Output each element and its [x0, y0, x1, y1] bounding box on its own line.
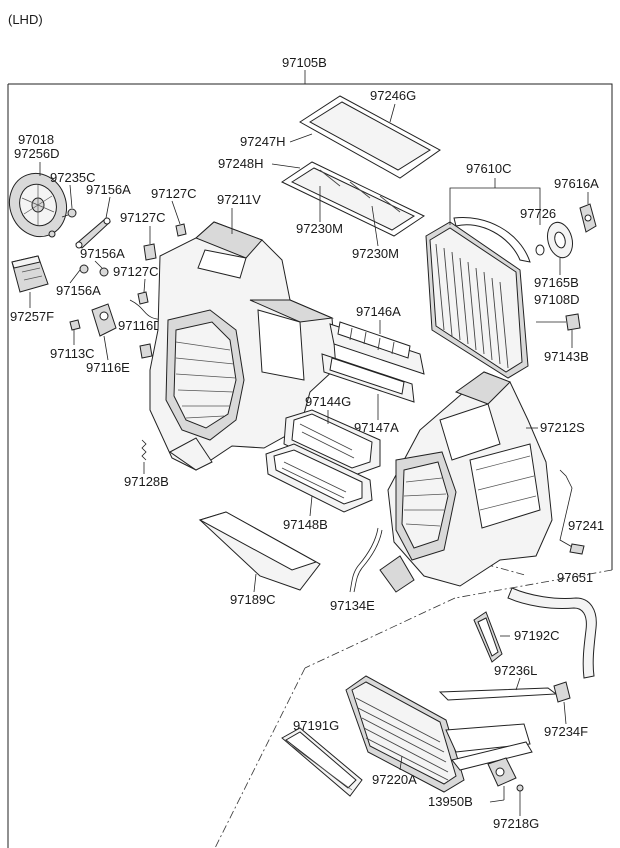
label-97248H: 97248H [218, 156, 264, 171]
label-97165B: 97165B [534, 275, 579, 290]
label-97144G: 97144G [305, 394, 351, 409]
label-97127C-1: 97127C [151, 186, 197, 201]
frame-dash-4 [469, 559, 526, 576]
screw-icon-2 [69, 319, 81, 331]
label-97256D: 97256D [14, 146, 60, 161]
label-97234F: 97234F [544, 724, 588, 739]
blower-motor-icon [9, 172, 67, 238]
cable-icon [559, 469, 575, 549]
label-97113C: 97113C [50, 346, 95, 361]
expansion-valve-icon [579, 203, 597, 233]
frame-dash-1 [454, 569, 613, 599]
mode-door-icon [321, 321, 425, 403]
label-97212S: 97212S [540, 420, 585, 435]
screw-icon [48, 208, 77, 238]
label-97211V: 97211V [217, 192, 261, 207]
label-97147A: 97147A [354, 420, 399, 435]
label-97156A-2: 97156A [80, 246, 125, 261]
label-97220A: 97220A [372, 772, 417, 787]
assembly-number-label: 97105B [282, 55, 327, 70]
gasket-icon [547, 221, 573, 259]
label-97116E: 97116E [86, 360, 130, 375]
label-97127C-2: 97127C [120, 210, 166, 225]
label-97616A: 97616A [554, 176, 599, 191]
label-97651: 97651 [557, 570, 593, 585]
valve-icon [487, 757, 517, 787]
label-97108D: 97108D [534, 292, 580, 307]
label-97218G: 97218G [493, 816, 539, 831]
label-97235C: 97235C [50, 170, 96, 185]
label-97241: 97241 [568, 518, 604, 533]
heater-case-icon [379, 371, 553, 593]
label-97156A-3: 97156A [56, 283, 101, 298]
evaporator-core-icon [425, 216, 531, 379]
tray-icon [198, 511, 321, 591]
lhd-label: (LHD) [8, 12, 43, 27]
label-97192C: 97192C [514, 628, 560, 643]
label-13950B: 13950B [428, 794, 473, 809]
label-97246G: 97246G [370, 88, 416, 103]
label-97156A-1: 97156A [86, 182, 131, 197]
label-97143B: 97143B [544, 349, 589, 364]
clip-icon [137, 223, 187, 305]
label-97230M-2: 97230M [352, 246, 399, 261]
frame-dash-2 [304, 597, 456, 669]
label-97247H: 97247H [240, 134, 286, 149]
frame-dash-3 [214, 667, 306, 848]
assembly-frame [8, 83, 613, 570]
label-97257F: 97257F [10, 309, 54, 324]
clamp-icon [553, 681, 571, 703]
actuator-icon [11, 255, 49, 293]
label-97148B: 97148B [283, 517, 328, 532]
heater-cover-icon [281, 727, 363, 797]
label-97189C: 97189C [230, 592, 276, 607]
door-lever-icon [75, 217, 111, 249]
gear-icon [79, 264, 109, 277]
label-97191G: 97191G [293, 718, 339, 733]
label-97134E: 97134E [330, 598, 375, 613]
label-97726: 97726 [520, 206, 556, 221]
label-97128B: 97128B [124, 474, 169, 489]
spring-icon [141, 439, 147, 461]
clip-icon-2 [139, 343, 153, 359]
label-97146A: 97146A [356, 304, 401, 319]
drain-hose-icon [349, 527, 379, 593]
connector-icon [569, 543, 585, 555]
label-97236L: 97236L [494, 663, 537, 678]
seal-icon [473, 611, 503, 663]
temp-door-icon [265, 409, 381, 513]
label-97127C-3: 97127C [113, 264, 159, 279]
actuator-motor-icon [91, 303, 117, 337]
label-97018: 97018 [18, 132, 54, 147]
heater-core-icon [345, 675, 465, 793]
label-97116D: 97116D [118, 318, 163, 333]
label-97230M-1: 97230M [296, 221, 343, 236]
filter-icon [280, 95, 441, 237]
o-ring-icon [535, 244, 545, 256]
sensor-icon [536, 313, 581, 331]
hose-icon [507, 587, 597, 679]
blower-case-icon [149, 221, 337, 471]
screw-icon-3 [516, 784, 524, 806]
label-97610C: 97610C [466, 161, 512, 176]
